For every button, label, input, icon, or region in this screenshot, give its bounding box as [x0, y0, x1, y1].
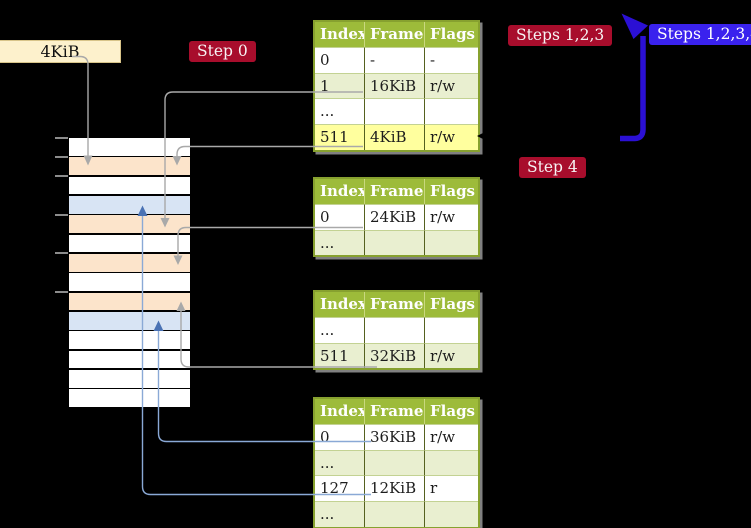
memory-frame-row [69, 292, 190, 311]
table-cell [425, 98, 478, 124]
table-cell: 0 [315, 424, 365, 450]
table-cell: 32KiB [365, 342, 425, 369]
table-cell: 0 [315, 204, 365, 230]
column-header: Flags [430, 182, 475, 200]
table-row: 0-- [315, 47, 478, 73]
table-cell: 1 [315, 72, 365, 99]
memory-frame-row [69, 138, 190, 156]
table-cell: r/w [425, 424, 478, 450]
table-row: ... [315, 229, 478, 256]
column-header: Frame [365, 22, 425, 47]
memory-frame-row [69, 369, 190, 388]
physical-memory-column [69, 137, 190, 413]
memory-frame-row [69, 331, 190, 349]
column-header: Frame [365, 399, 425, 424]
table-cell: ... [315, 317, 365, 343]
table-cell: ... [315, 449, 365, 476]
table-cell: 36KiB [365, 424, 425, 450]
memory-frame-row [69, 253, 190, 272]
table-row: ... [315, 98, 478, 125]
address-tick [55, 213, 68, 216]
table-cell [365, 449, 425, 476]
table-cell [365, 229, 425, 256]
step-0-badge: Step 0 [189, 41, 256, 62]
table-cell: ... [315, 98, 365, 125]
table-cell: - [425, 47, 478, 73]
memory-frame-row [69, 311, 190, 330]
table-cell: 24KiB [365, 204, 425, 230]
address-tick [55, 175, 68, 178]
memory-frame-row [69, 157, 190, 175]
arrowhead-up-left-icon [621, 13, 648, 39]
table-cell: 16KiB [365, 72, 425, 99]
table-row: ... [315, 317, 478, 343]
table-cell [365, 98, 425, 125]
memory-frame-row [69, 215, 190, 233]
table-cell [425, 317, 478, 343]
address-tick [55, 136, 68, 139]
table-cell [425, 449, 478, 476]
table-cell [365, 501, 425, 527]
column-header: Index [315, 292, 365, 317]
column-header: Flags [430, 25, 475, 43]
column-header: Flags [430, 402, 475, 420]
memory-frame-row [69, 389, 190, 407]
table-cell [425, 501, 478, 527]
table-row: ... [315, 501, 478, 527]
table-cell: ... [315, 501, 365, 527]
address-tick [55, 155, 68, 158]
address-tick [55, 252, 68, 255]
column-header: Frame [365, 179, 425, 204]
memory-frame-row [69, 195, 190, 214]
table-cell: 127 [315, 475, 365, 502]
column-header: Index [315, 399, 365, 424]
table-cell [365, 317, 425, 343]
column-header: Frame [365, 292, 425, 317]
memory-frame-row [69, 176, 190, 195]
memory-frame-row [69, 273, 190, 291]
table-cell: r [425, 475, 478, 501]
page-size-label: 4KiB [0, 40, 121, 63]
table-cell: r/w [425, 204, 478, 230]
step-4-badge: Step 4 [519, 157, 586, 178]
table-cell: - [365, 47, 425, 73]
table-cell: 12KiB [365, 475, 425, 502]
table-cell [425, 229, 478, 256]
address-tick [55, 291, 68, 294]
table-cell: 4KiB [365, 124, 425, 150]
table-cell: 0 [315, 47, 365, 73]
steps-loop-arrow [620, 36, 646, 142]
table-cell: r/w [425, 72, 478, 99]
table-cell: r/w [425, 124, 478, 150]
memory-frame-row [69, 234, 190, 253]
column-header: Index [315, 22, 365, 47]
table-cell: 511 [315, 342, 365, 369]
table-row: ... [315, 449, 478, 476]
table-cell: 511 [315, 124, 365, 150]
table-cell: r/w [425, 342, 478, 369]
table-cell: ... [315, 229, 365, 256]
memory-frame-row [69, 350, 190, 369]
steps-1234-badge: Steps 1,2,3,4 [649, 24, 751, 45]
column-header: Index [315, 179, 365, 204]
steps-123-badge: Steps 1,2,3 [508, 25, 613, 46]
column-header: Flags [430, 295, 475, 313]
